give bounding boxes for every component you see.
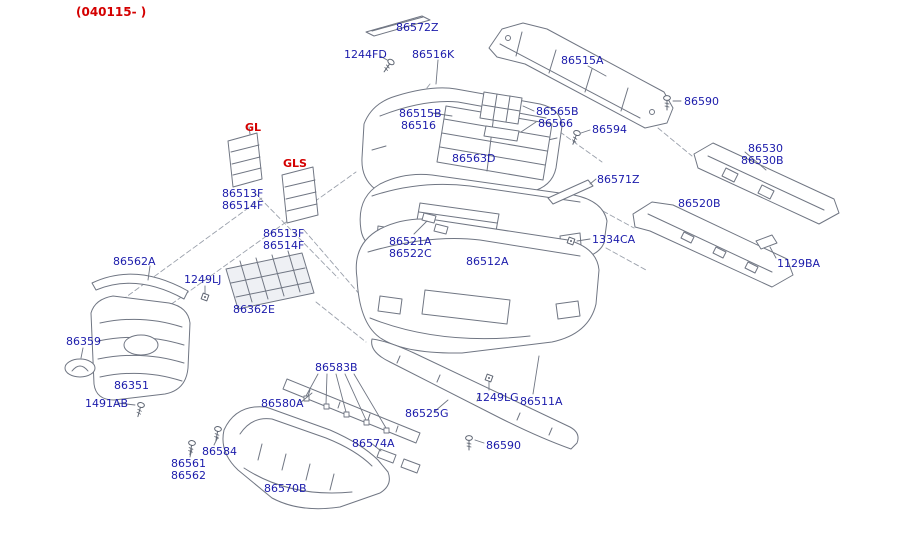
part-label-86565b: 86565B <box>536 105 579 118</box>
part-label-86570b: 86570B <box>264 482 307 495</box>
part-86511A-bumper-lower-cover <box>355 218 600 354</box>
part-86525G-strip <box>371 338 579 450</box>
part-86583B-clips <box>303 373 390 434</box>
part-label-86515b: 86515B <box>399 107 442 120</box>
part-label-1491ab: 1491AB <box>85 397 129 410</box>
part-label-86566: 86566 <box>538 117 573 130</box>
part-label-86561: 86561 <box>171 457 206 470</box>
part-86530B-rail <box>693 142 840 225</box>
part-86513F-gls-insert <box>281 166 319 224</box>
part-label-86525g: 86525G <box>405 407 449 420</box>
part-label-86562a: 86562A <box>113 255 156 268</box>
revision-label: (040115- ) <box>76 5 147 19</box>
part-label-1249lg: 1249LG <box>476 391 519 404</box>
part-86520B-rail <box>632 201 794 288</box>
leader-lines <box>80 55 777 458</box>
part-label-86590: 86590 <box>684 95 719 108</box>
part-label-86530b: 86530B <box>741 154 784 167</box>
part-label-86512a: 86512A <box>466 255 509 268</box>
part-label-86516: 86516 <box>401 119 436 132</box>
part-label-86562: 86562 <box>171 469 206 482</box>
part-86570B-valance <box>222 406 390 510</box>
part-label-86572z: 86572Z <box>396 21 439 34</box>
part-label-86359: 86359 <box>66 335 101 348</box>
part-label-86563d: 86563D <box>452 152 496 165</box>
part-label-86590-2: 86590 <box>486 439 521 452</box>
part-label-86362e: 86362E <box>233 303 275 316</box>
part-86571Z-strip <box>547 179 594 205</box>
part-label-86522c: 86522C <box>389 247 432 260</box>
trim-level-gl-label: GL <box>245 121 262 134</box>
part-86562A-trim <box>91 273 189 300</box>
part-label-86583b: 86583B <box>315 361 358 374</box>
trim-level-gls-label: GLS <box>283 157 307 170</box>
part-label-86574a: 86574A <box>352 437 395 450</box>
part-label-86511a: 86511A <box>520 395 563 408</box>
part-label-86571z: 86571Z <box>597 173 640 186</box>
part-label-1244fd: 1244FD <box>344 48 387 61</box>
part-label-86521a: 86521A <box>389 235 432 248</box>
part-label-86513f: 86513F <box>222 187 264 200</box>
part-label-86516k: 86516K <box>412 48 455 61</box>
part-label-86351: 86351 <box>114 379 149 392</box>
part-label-86580a: 86580A <box>261 397 304 410</box>
part-86521A-bracket <box>421 212 449 235</box>
part-label-86514f-2: 86514F <box>263 239 305 252</box>
part-label-1249lj: 1249LJ <box>184 273 222 286</box>
part-1129BA-bracket <box>755 234 778 250</box>
part-86574A-plates <box>376 448 421 474</box>
part-86362E-mesh <box>225 250 315 310</box>
part-label-86520b: 86520B <box>678 197 721 210</box>
part-label-86515a: 86515A <box>561 54 604 67</box>
part-label-86530: 86530 <box>748 142 783 155</box>
part-label-1334ca: 1334CA <box>592 233 636 246</box>
part-86351-grille <box>90 295 191 401</box>
part-86515A-reinforcement <box>488 22 674 129</box>
part-label-86594: 86594 <box>592 123 627 136</box>
part-label-86513f-2: 86513F <box>263 227 305 240</box>
part-86359-emblem <box>64 358 96 378</box>
part-label-86514f: 86514F <box>222 199 264 212</box>
part-86513F-gl-insert <box>227 132 263 188</box>
part-label-1129ba: 1129BA <box>777 257 821 270</box>
part-86572Z-strip <box>365 15 431 37</box>
part-label-86584: 86584 <box>202 445 237 458</box>
part-86565B-bracket <box>479 91 523 142</box>
